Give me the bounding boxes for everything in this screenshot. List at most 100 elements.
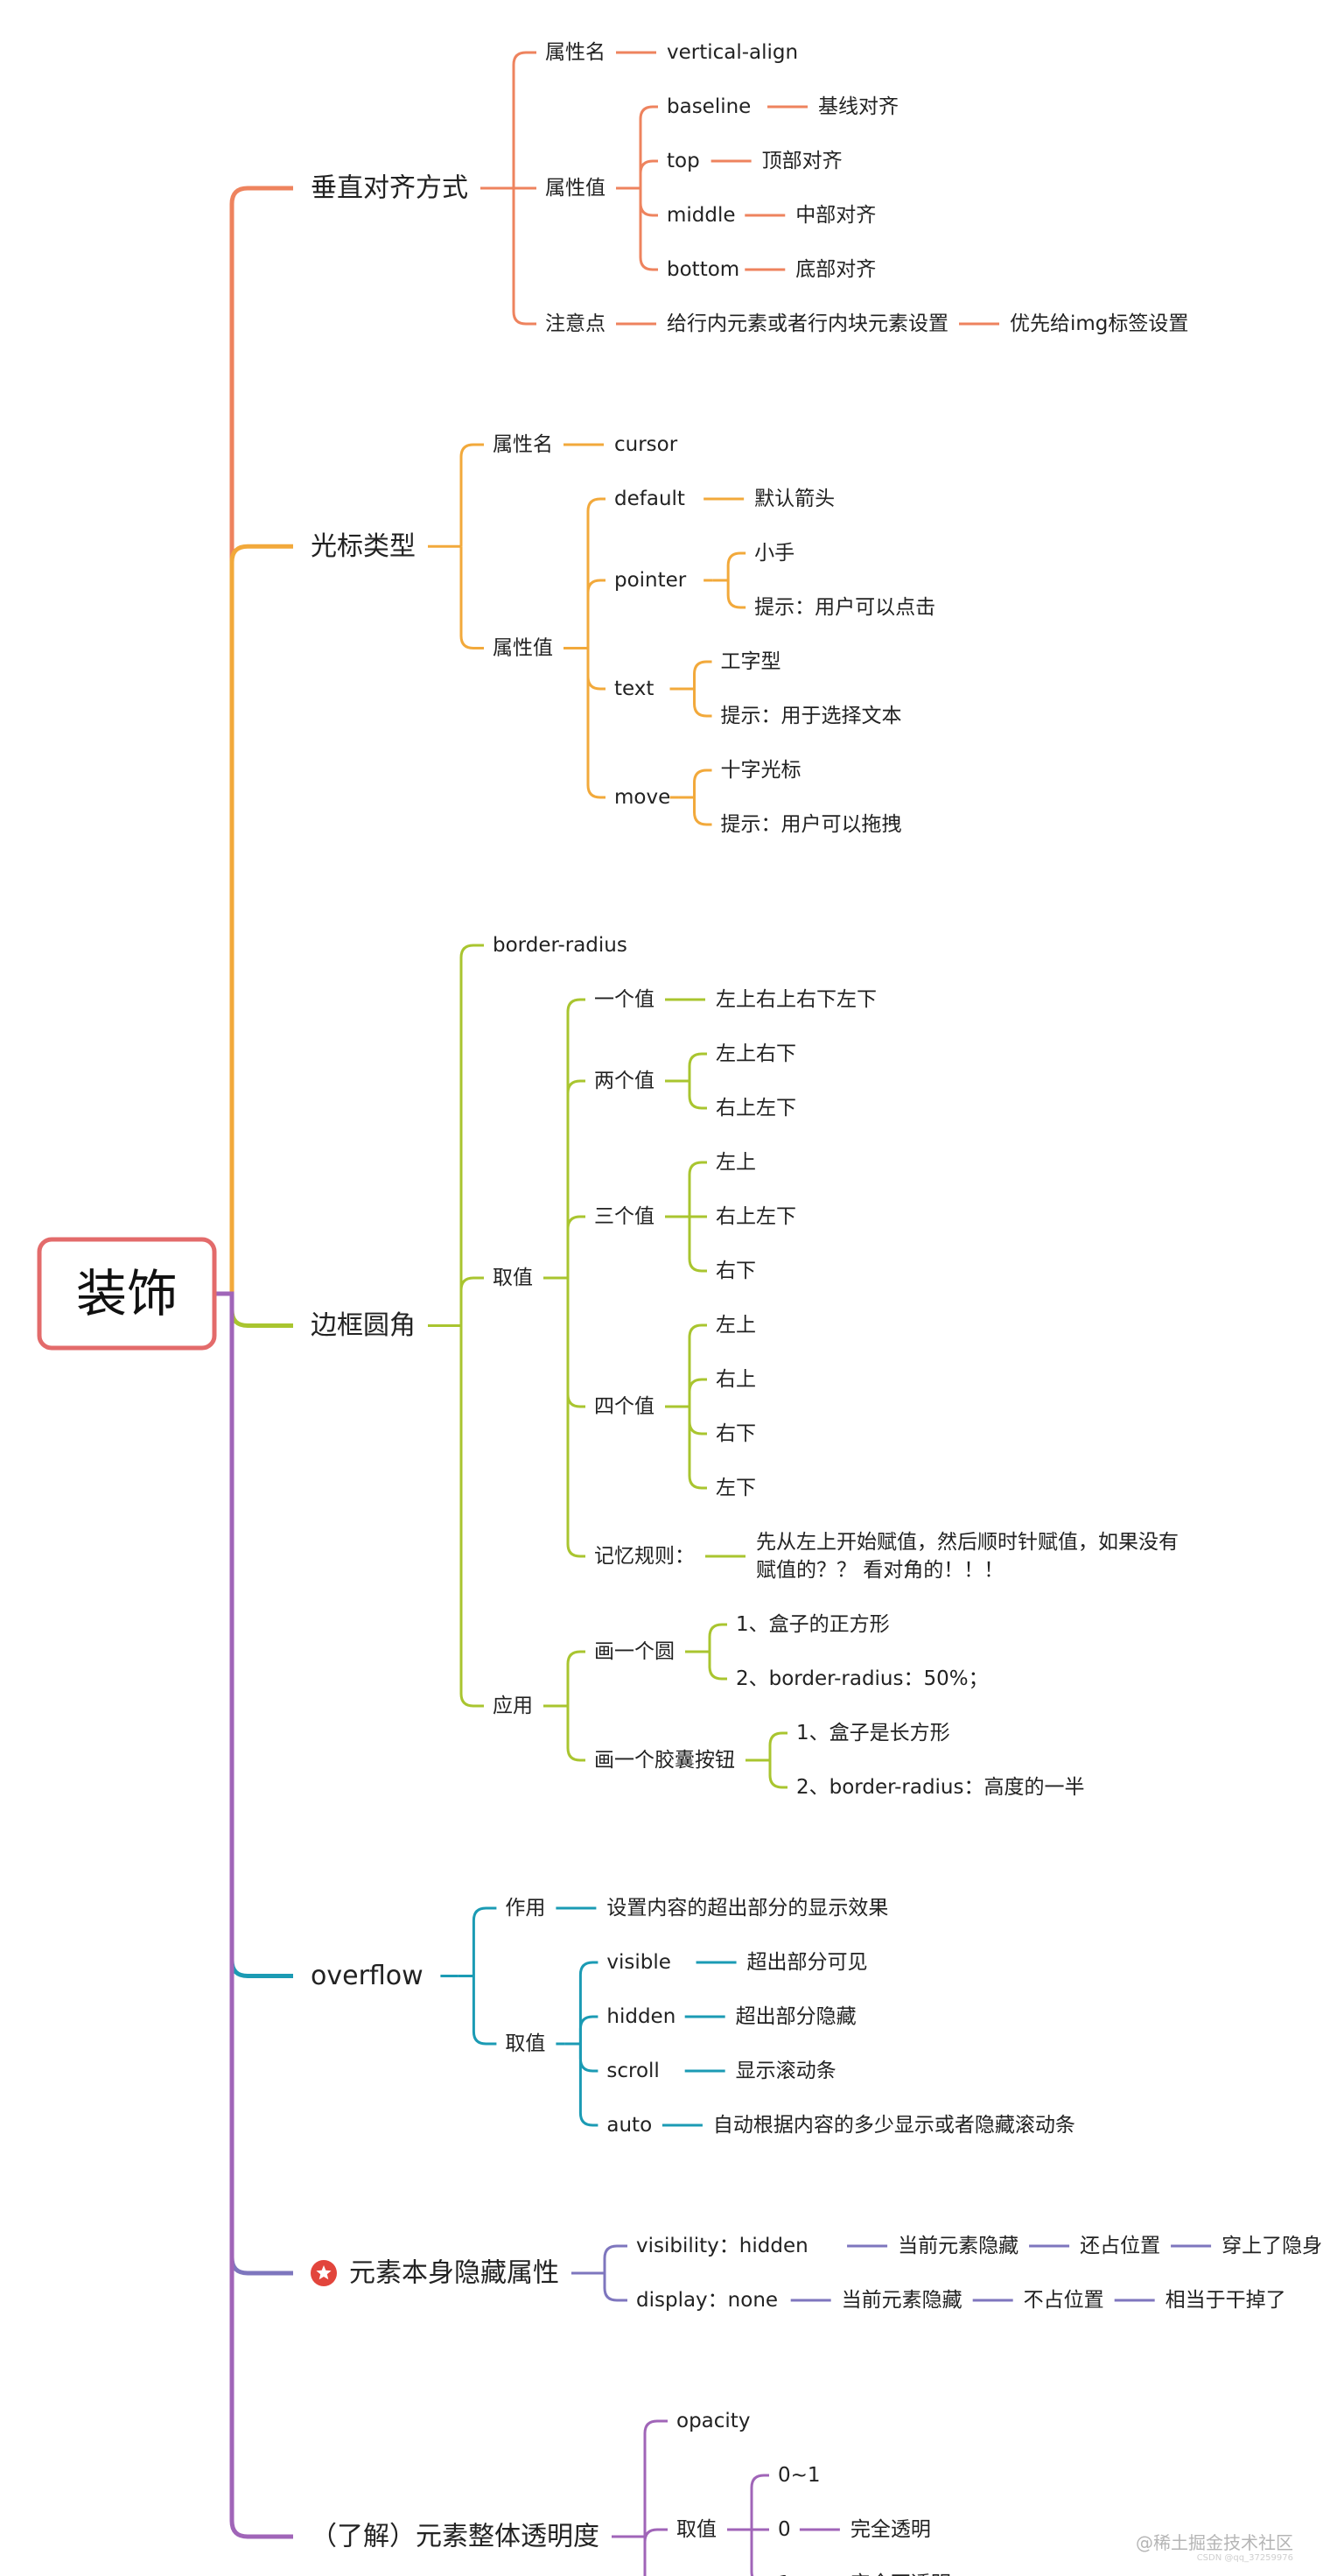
connector	[726, 580, 746, 609]
node-label: visible	[606, 1951, 671, 1974]
node-label: display：none	[636, 2289, 778, 2312]
node-label: pointer	[614, 569, 687, 592]
branch-connector	[214, 1291, 293, 1978]
connector-layer	[214, 51, 1212, 2576]
connector	[512, 188, 536, 326]
branch-connector	[214, 544, 293, 1296]
node-label: 超出部分可见	[747, 1951, 868, 1974]
connector	[688, 1161, 707, 1217]
connector	[693, 797, 712, 826]
connector	[566, 998, 585, 1278]
connector	[750, 2530, 754, 2576]
connector	[750, 2474, 769, 2530]
node-label: 提示：用户可以拖拽	[721, 813, 902, 836]
node-label: 先从左上开始赋值，然后顺时针赋值，如果没有	[756, 1531, 1179, 1554]
connector	[459, 443, 484, 547]
connector	[688, 1081, 707, 1110]
connector	[566, 1278, 585, 1408]
node-label: visibility：hidden	[636, 2235, 808, 2257]
connector	[578, 1961, 598, 2044]
branch-connector	[214, 1291, 293, 2276]
node-label: 完全不透明	[850, 2572, 951, 2576]
branch-label: 光标类型	[311, 531, 416, 562]
connector	[693, 769, 712, 797]
node-label: 自动根据内容的多少显示或者隐藏滚动条	[713, 2114, 1075, 2137]
connector	[586, 497, 606, 649]
node-label: hidden	[606, 2005, 676, 2028]
node-label: 属性值	[545, 177, 606, 200]
connector	[708, 1623, 727, 1652]
branch-connector	[214, 1291, 293, 1328]
node-label: 穿上了隐身衣	[1222, 2235, 1323, 2257]
node-label: 左上	[716, 1151, 756, 1174]
node-label: 顶部对齐	[762, 150, 843, 172]
connector	[472, 1906, 497, 1976]
node-label: 工字型	[721, 650, 781, 673]
connector	[459, 546, 484, 649]
connector	[688, 1052, 707, 1081]
root-box	[37, 1237, 217, 1351]
connector	[459, 1276, 484, 1326]
node-label: 不占位置	[1024, 2289, 1104, 2312]
node-label: baseline	[667, 95, 751, 118]
node-label: 取值	[505, 2032, 545, 2055]
connector	[693, 660, 712, 689]
node-label: 右上左下	[716, 1097, 796, 1120]
star-icon	[311, 2260, 337, 2286]
branch-label: overflow	[311, 1961, 424, 1991]
node-label: vertical-align	[667, 41, 798, 64]
node-label: 属性名	[493, 433, 553, 456]
node-label: 右下	[716, 1422, 756, 1445]
node-label: 作用	[505, 1897, 545, 1920]
node-label: 0	[778, 2518, 791, 2541]
branch-label: （了解）元素整体透明度	[311, 2522, 599, 2552]
node-label: 三个值	[594, 1205, 654, 1228]
node-label: top	[667, 150, 700, 172]
watermark: @稀土掘金技术社区 CSDN @qq_37259976	[1136, 2532, 1293, 2564]
connector	[566, 1278, 585, 1558]
node-label: 底部对齐	[795, 258, 876, 281]
node-label: cursor	[614, 433, 678, 456]
node-label: 四个值	[594, 1395, 654, 1418]
node-label: 应用	[493, 1695, 533, 1717]
connector	[459, 944, 484, 1326]
node-label: 1、盒子的正方形	[736, 1613, 890, 1636]
node-label: scroll	[606, 2060, 659, 2082]
node-label: 完全透明	[850, 2518, 931, 2541]
watermark-sub: CSDN @qq_37259976	[1196, 2553, 1293, 2563]
node-label: 提示：用户可以点击	[754, 596, 935, 619]
connector	[566, 1215, 585, 1278]
node-label: 两个值	[594, 1070, 654, 1092]
node-label: 画一个胶囊按钮	[594, 1749, 735, 1772]
node-label: 右上	[716, 1368, 756, 1391]
node-label: auto	[606, 2114, 652, 2137]
node-label: 基线对齐	[818, 95, 899, 118]
connector	[643, 2419, 668, 2537]
connector	[688, 1378, 707, 1407]
connector	[639, 105, 658, 188]
connector	[603, 2273, 627, 2302]
node-label: 取值	[493, 1267, 533, 1289]
node-label: bottom	[667, 258, 739, 281]
node-label: 赋值的？？ 看对角的！！！	[756, 1559, 1004, 1582]
node-label: 当前元素隐藏	[842, 2289, 962, 2312]
node-label: 当前元素隐藏	[898, 2235, 1018, 2257]
node-label: 十字光标	[721, 759, 802, 782]
node-label: 右上左下	[716, 1205, 796, 1228]
node-label: 1、盒子是长方形	[796, 1722, 950, 1744]
root-node: 装饰	[37, 1237, 217, 1351]
node-label: 设置内容的超出部分的显示效果	[606, 1897, 888, 1920]
node-label: 优先给img标签设置	[1010, 312, 1188, 335]
connector	[566, 1079, 585, 1278]
node-label: 左下	[716, 1477, 756, 1499]
branch-label: 边框圆角	[311, 1310, 416, 1341]
node-label: 还占位置	[1080, 2235, 1160, 2257]
node-label: default	[614, 488, 685, 510]
connector	[459, 1325, 484, 1708]
connector	[639, 159, 658, 188]
connector	[603, 2244, 627, 2273]
node-label: 小手	[754, 542, 794, 565]
branch-connector	[214, 186, 293, 1296]
node-label: 记忆规则：	[594, 1545, 695, 1568]
